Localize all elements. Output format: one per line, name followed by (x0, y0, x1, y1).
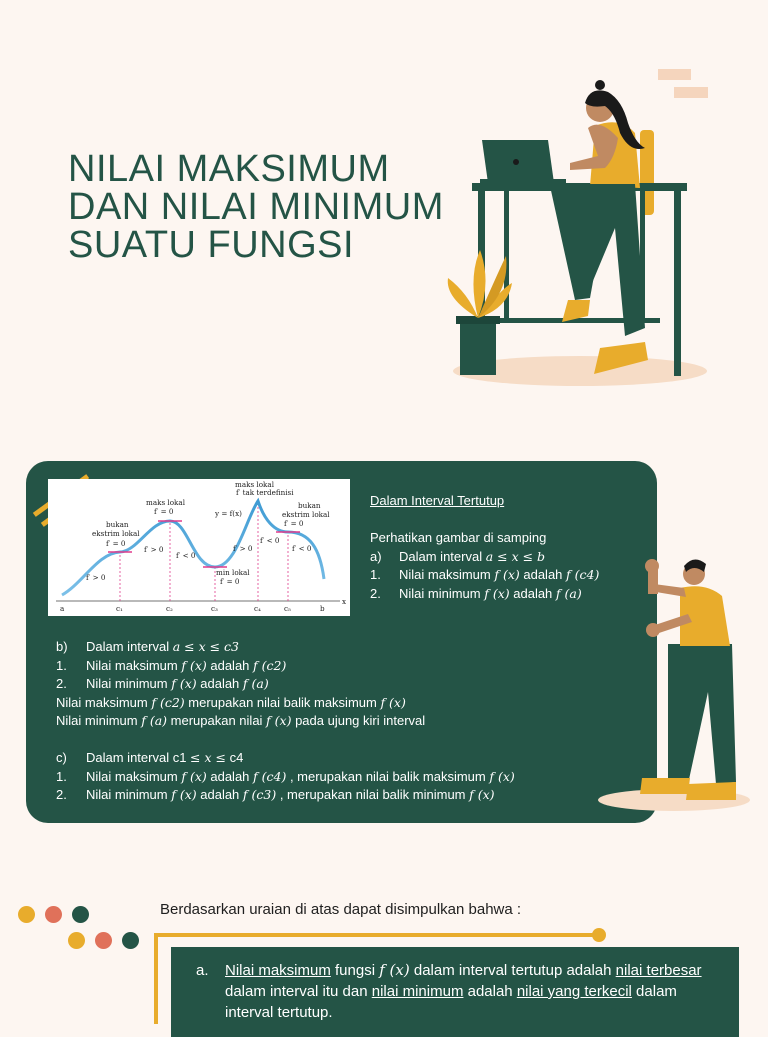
dot-decoration (95, 932, 112, 949)
dot-decoration (18, 906, 35, 923)
case-a: a)Dalam interval a ≤ x ≤ b (370, 548, 546, 564)
dot-decoration (122, 932, 139, 949)
graph-label: ekstrim lokal (92, 529, 140, 538)
brick-decoration (658, 69, 691, 80)
panel-lower-text: b)Dalam interval a ≤ x ≤ c3 1.Nilai maks… (56, 638, 515, 805)
title-line-2: DAN NILAI MINIMUM (68, 186, 444, 228)
dashed-guides (119, 501, 289, 601)
graph-tick: c₂ (166, 604, 173, 613)
yellow-rule-vertical (154, 933, 158, 1024)
conclusion-box (171, 947, 739, 1037)
graph-label: maks lokal (146, 498, 186, 507)
graph-label: ekstrim lokal (282, 510, 330, 519)
conclusion-heading: Berdasarkan uraian di atas dapat disimpu… (160, 901, 522, 918)
graph-label: f′ > 0 (144, 545, 164, 554)
tangent-marks (108, 520, 300, 568)
case-b-item: 2.Nilai minimum f (x) adalah f (a) (56, 676, 269, 691)
case-b-item: 1.Nilai maksimum f (x) adalah f (c2) (56, 657, 287, 673)
yellow-rule (154, 933, 598, 937)
intro-text: Perhatikan gambar di samping (370, 530, 547, 545)
graph-label: f′ > 0 (86, 573, 106, 582)
graph-label: y = f(x) (214, 509, 242, 518)
graph-label: f′ < 0 (176, 551, 196, 560)
case-a-item: 1.Nilai maksimum f (x) adalah f (c4) (370, 567, 600, 582)
graph-label: f′ = 0 (220, 577, 240, 586)
graph-tick: c₄ (254, 604, 261, 613)
graph-label: maks lokal (235, 480, 275, 489)
graph-label: f′ = 0 (154, 507, 174, 516)
yellow-rule-dot (592, 928, 606, 942)
case-b: b)Dalam interval a ≤ x ≤ c3 (56, 639, 239, 654)
woman-desk-illustration (447, 80, 707, 386)
title-line-3: SUATU FUNGSI (68, 224, 355, 266)
graph-tick: c₃ (211, 604, 218, 613)
function-graph: maks lokal f′ tak terdefinisi maks lokal… (48, 479, 350, 616)
graph-label: f′ > 0 (233, 544, 253, 553)
graph-label: f′ < 0 (260, 536, 280, 545)
dot-decoration (68, 932, 85, 949)
case-b-note: Nilai maksimum f (c2) merupakan nilai ba… (56, 694, 406, 710)
panel-right-text: Dalam Interval Tertutup Perhatikan gamba… (370, 492, 599, 603)
graph-tick: c₁ (116, 604, 123, 613)
graph-tick: a (60, 604, 65, 613)
graph-label: x (342, 597, 346, 606)
graph-label: bukan (106, 520, 129, 529)
graph-label: min lokal (216, 568, 250, 577)
title-line-1: NILAI MAKSIMUM (68, 148, 390, 190)
dot-decoration (45, 906, 62, 923)
dot-decoration (72, 906, 89, 923)
graph-tick: b (320, 604, 325, 613)
case-b-note: Nilai minimum f (a) merupakan nilai f (x… (56, 713, 426, 728)
brick-decoration (674, 87, 708, 98)
man-illustration (598, 559, 750, 811)
conclusion-text: a. Nilai maksimum fungsi f (x) dalam int… (196, 961, 702, 1021)
graph-label: f′ < 0 (292, 544, 312, 553)
function-graph-svg: maks lokal f′ tak terdefinisi maks lokal… (56, 480, 346, 613)
case-a-item: 2.Nilai minimum f (x) adalah f (a) (370, 585, 582, 601)
case-c-item: 2.Nilai minimum f (x) adalah f (c3) , me… (56, 787, 495, 802)
case-c-item: 1.Nilai maksimum f (x) adalah f (c4) , m… (56, 768, 515, 784)
section-heading: Dalam Interval Tertutup (370, 493, 505, 508)
graph-label: bukan (298, 501, 321, 510)
page-title: NILAI MAKSIMUM DAN NILAI MINIMUM SUATU F… (68, 150, 468, 264)
graph-label: f′ tak terdefinisi (236, 488, 294, 497)
graph-label: f′ = 0 (106, 539, 126, 548)
graph-tick: c₅ (284, 604, 291, 613)
graph-label: f′ = 0 (284, 519, 304, 528)
case-c: c)Dalam interval c1 ≤ x ≤ c4 (56, 750, 244, 765)
